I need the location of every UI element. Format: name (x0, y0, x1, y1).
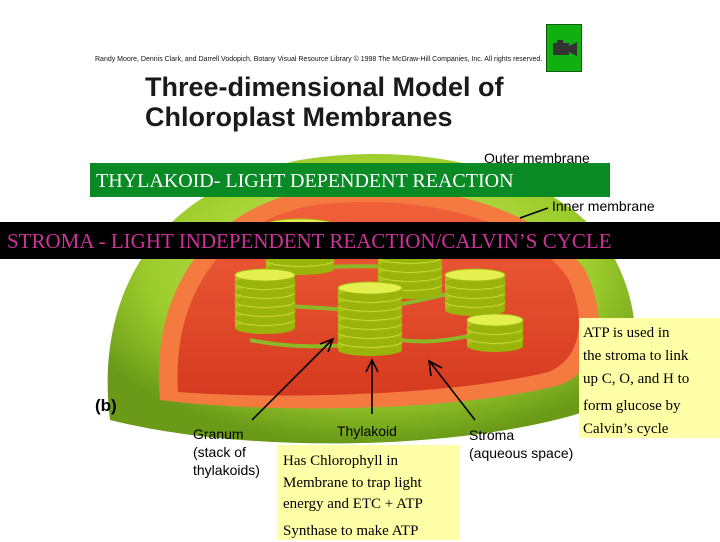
chlorophyll-note-line: Membrane to trap light (283, 473, 459, 495)
atp-note-line: up C, O, and H to (583, 368, 720, 391)
video-camera-icon[interactable] (546, 24, 582, 72)
label-stroma: Stroma (aqueous space) (469, 426, 573, 462)
label-thylakoid: Thylakoid (337, 422, 397, 440)
label-granum: Granum (stack of thylakoids) (193, 425, 260, 479)
chlorophyll-note: Has Chlorophyll in Membrane to trap ligh… (277, 445, 459, 540)
thylakoid-disc-top (338, 282, 402, 294)
atp-note-line: ATP is used in (583, 322, 720, 345)
label-granum-line3: thylakoids) (193, 461, 260, 479)
image-credit: Randy Moore, Dennis Clark, and Darrell V… (95, 56, 542, 63)
label-granum-line2: (stack of (193, 443, 260, 461)
diagram-title: Three-dimensional Model of Chloroplast M… (145, 72, 565, 132)
thylakoid-disc-top (467, 314, 523, 326)
label-stroma-line2: (aqueous space) (469, 444, 573, 462)
chlorophyll-note-line: energy and ETC + ATP (283, 494, 459, 516)
thylakoid-disc-top (445, 269, 505, 281)
thylakoid-banner: THYLAKOID- LIGHT DEPENDENT REACTION (90, 163, 610, 197)
atp-note-line: Calvin’s cycle (583, 418, 720, 441)
label-panel-b: (b) (95, 396, 117, 416)
label-stroma-line1: Stroma (469, 426, 573, 444)
label-granum-line1: Granum (193, 425, 260, 443)
thylakoid-disc-top (235, 269, 295, 281)
chlorophyll-note-line: Synthase to make ATP (283, 521, 459, 542)
stroma-banner: STROMA - LIGHT INDEPENDENT REACTION/CALV… (0, 222, 720, 259)
chlorophyll-note-line: Has Chlorophyll in (283, 451, 459, 473)
atp-note: ATP is used in the stroma to link up C, … (579, 318, 720, 438)
atp-note-line: form glucose by (583, 395, 720, 418)
label-inner-membrane: Inner membrane (552, 197, 655, 215)
atp-note-line: the stroma to link (583, 345, 720, 368)
